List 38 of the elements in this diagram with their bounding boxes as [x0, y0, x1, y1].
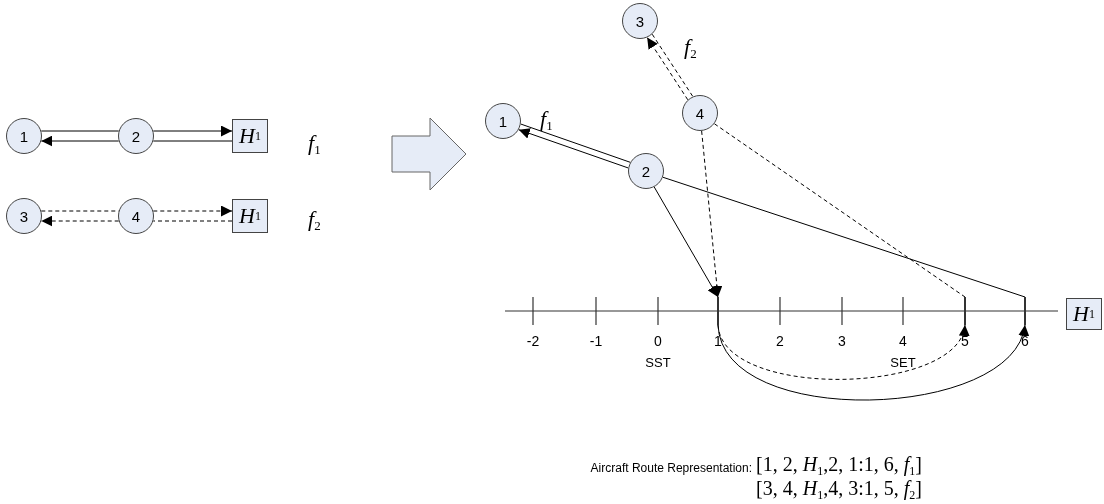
node-circle: 3 [6, 198, 42, 234]
arrow [701, 130, 723, 298]
axis-tick [717, 297, 719, 325]
text-label: Aircraft Route Representation: [590, 461, 752, 475]
text-label: 5 [961, 333, 969, 349]
math-label: [3, 4, H$_{1}$,4, 3:1, 5, f$_{2}$] [756, 477, 922, 503]
text-label: 3 [838, 333, 846, 349]
arrow [717, 324, 1027, 401]
arrow [717, 324, 967, 380]
text-label: -2 [526, 333, 540, 349]
text-label: 0 [654, 333, 662, 349]
text-label: -1 [589, 333, 603, 349]
node-circle: 4 [682, 95, 718, 131]
text-label: 4 [899, 333, 907, 349]
arrow [40, 135, 120, 147]
node-circle: 2 [118, 118, 154, 154]
math-label: f$_{2}$ [684, 34, 697, 62]
axis-tick [1024, 297, 1026, 325]
node-circle: 2 [628, 153, 664, 189]
text-label: 1 [714, 333, 722, 349]
math-label: f$_{1}$ [308, 130, 321, 158]
text-label: 2 [776, 333, 784, 349]
math-label: f$_{2}$ [308, 206, 321, 234]
axis-tick [964, 297, 966, 325]
arrow [518, 128, 629, 169]
text-label: 6 [1021, 333, 1029, 349]
text-label: SST [645, 354, 671, 370]
text-label: SET [890, 354, 916, 370]
node-circle: 1 [6, 118, 42, 154]
node-circle: 3 [622, 3, 658, 39]
math-label: [1, 2, H$_{1}$,2, 1:1, 6, f$_{1}$] [756, 453, 922, 479]
math-label: f$_{1}$ [540, 106, 553, 134]
arrow [152, 125, 233, 137]
arrow [40, 215, 120, 227]
node-circle: 1 [485, 103, 521, 139]
arrow [152, 205, 233, 217]
node-circle: 4 [118, 198, 154, 234]
arrow [653, 186, 719, 298]
